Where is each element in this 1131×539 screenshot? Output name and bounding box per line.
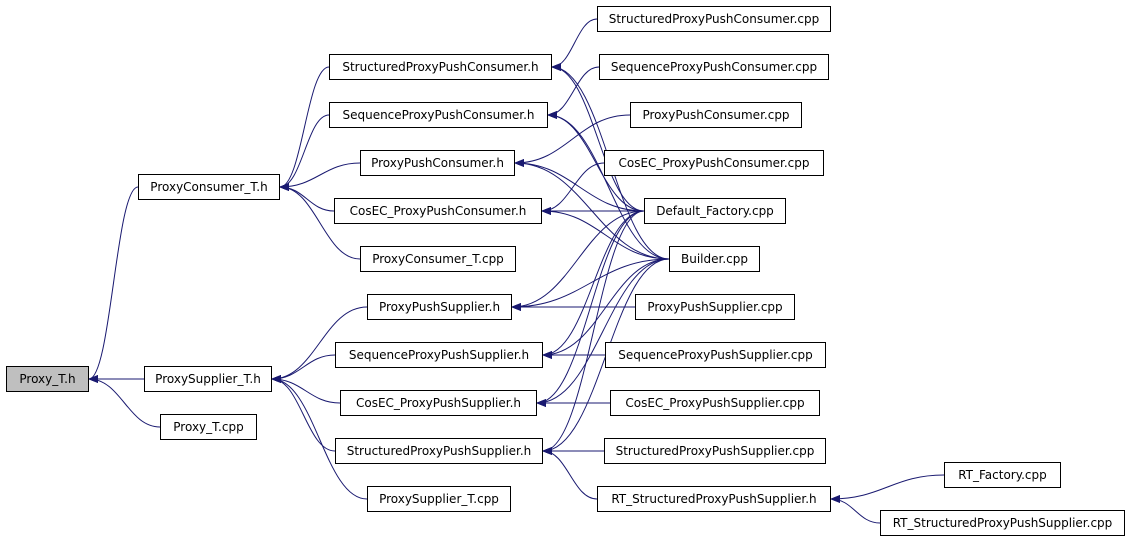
node-proxyconsumer-t-h[interactable]: ProxyConsumer_T.h <box>138 174 280 200</box>
node-structuredproxypushsupplier-cpp[interactable]: StructuredProxyPushSupplier.cpp <box>604 438 826 464</box>
node-rt-structuredproxypushsupplier-h[interactable]: RT_StructuredProxyPushSupplier.h <box>597 486 831 512</box>
edge-proxypushconsumer_h-to-proxyconsumer_t_h <box>279 162 361 191</box>
node-sequenceproxypushconsumer-cpp[interactable]: SequenceProxyPushConsumer.cpp <box>599 54 829 80</box>
edge-structuredproxypushconsumer_h-to-proxyconsumer_t_h <box>279 66 330 191</box>
node-proxy-t-cpp[interactable]: Proxy_T.cpp <box>160 414 257 440</box>
node-proxy-t-h[interactable]: Proxy_T.h <box>6 366 89 392</box>
node-cosec-proxypushconsumer-h[interactable]: CosEC_ProxyPushConsumer.h <box>334 198 542 224</box>
edge-sequenceproxypushsupplier_h-to-proxysupplier_t_h <box>271 354 336 383</box>
node-proxysupplier-t-cpp[interactable]: ProxySupplier_T.cpp <box>367 486 511 512</box>
edge-proxysupplier_t_cpp-to-proxysupplier_t_h <box>271 375 368 500</box>
edge-default_factory_cpp-to-sequenceproxypushsupplier_h <box>542 210 645 359</box>
edge-builder_cpp-to-proxypushconsumer_h <box>514 159 670 260</box>
edge-builder_cpp-to-sequenceproxypushconsumer_h <box>547 111 670 260</box>
node-cosec-proxypushsupplier-h[interactable]: CosEC_ProxyPushSupplier.h <box>340 390 537 416</box>
node-rt-factory-cpp[interactable]: RT_Factory.cpp <box>944 462 1061 488</box>
edge-rt_structuredproxypushsupplier_cpp-to-rt_structuredproxypushsupplier_h <box>830 495 881 524</box>
edge-builder_cpp-to-cosec_proxypushconsumer_h <box>541 207 670 260</box>
node-proxypushconsumer-h[interactable]: ProxyPushConsumer.h <box>360 150 515 176</box>
edge-proxyconsumer_t_cpp-to-proxyconsumer_t_h <box>279 183 361 260</box>
edge-default_factory_cpp-to-structuredproxypushsupplier_h <box>542 210 645 455</box>
edge-cosec_proxypushconsumer_h-to-proxyconsumer_t_h <box>279 183 335 212</box>
edge-structuredproxypushconsumer_cpp-to-structuredproxypushconsumer_h <box>551 18 598 71</box>
node-proxyconsumer-t-cpp[interactable]: ProxyConsumer_T.cpp <box>360 246 516 272</box>
node-structuredproxypushconsumer-h[interactable]: StructuredProxyPushConsumer.h <box>329 54 552 80</box>
edge-builder_cpp-to-cosec_proxypushsupplier_h <box>536 258 670 407</box>
node-proxypushconsumer-cpp[interactable]: ProxyPushConsumer.cpp <box>630 102 802 128</box>
edge-default_factory_cpp-to-proxypushsupplier_h <box>511 210 645 311</box>
edge-proxy_t_cpp-to-proxy_t_h <box>88 375 161 428</box>
edge-default_factory_cpp-to-structuredproxypushconsumer_h <box>551 63 645 212</box>
edge-proxypushconsumer_cpp-to-proxypushconsumer_h <box>514 114 631 167</box>
edge-proxyconsumer_t_h-to-proxy_t_h <box>88 186 139 383</box>
node-proxypushsupplier-cpp[interactable]: ProxyPushSupplier.cpp <box>635 294 795 320</box>
edge-rt_factory_cpp-to-rt_structuredproxypushsupplier_h <box>830 474 945 503</box>
edge-default_factory_cpp-to-proxypushconsumer_h <box>514 159 645 212</box>
node-cosec-proxypushconsumer-cpp[interactable]: CosEC_ProxyPushConsumer.cpp <box>604 150 824 176</box>
node-builder-cpp[interactable]: Builder.cpp <box>669 246 760 272</box>
node-proxypushsupplier-h[interactable]: ProxyPushSupplier.h <box>367 294 512 320</box>
edge-builder_cpp-to-proxypushsupplier_h <box>511 258 670 311</box>
edge-rt_structuredproxypushsupplier_h-to-structuredproxypushsupplier_h <box>542 447 598 500</box>
node-sequenceproxypushsupplier-h[interactable]: SequenceProxyPushSupplier.h <box>335 342 543 368</box>
edge-sequenceproxypushconsumer_cpp-to-sequenceproxypushconsumer_h <box>547 66 600 119</box>
node-rt-structuredproxypushsupplier-cpp[interactable]: RT_StructuredProxyPushSupplier.cpp <box>880 510 1125 536</box>
node-default-factory-cpp[interactable]: Default_Factory.cpp <box>644 198 786 224</box>
node-structuredproxypushsupplier-h[interactable]: StructuredProxyPushSupplier.h <box>335 438 543 464</box>
node-structuredproxypushconsumer-cpp[interactable]: StructuredProxyPushConsumer.cpp <box>597 6 831 32</box>
node-proxysupplier-t-h[interactable]: ProxySupplier_T.h <box>144 366 272 392</box>
node-sequenceproxypushconsumer-h[interactable]: SequenceProxyPushConsumer.h <box>329 102 548 128</box>
node-cosec-proxypushsupplier-cpp[interactable]: CosEC_ProxyPushSupplier.cpp <box>610 390 820 416</box>
node-sequenceproxypushsupplier-cpp[interactable]: SequenceProxyPushSupplier.cpp <box>605 342 826 368</box>
edge-proxypushsupplier_h-to-proxysupplier_t_h <box>271 306 368 383</box>
